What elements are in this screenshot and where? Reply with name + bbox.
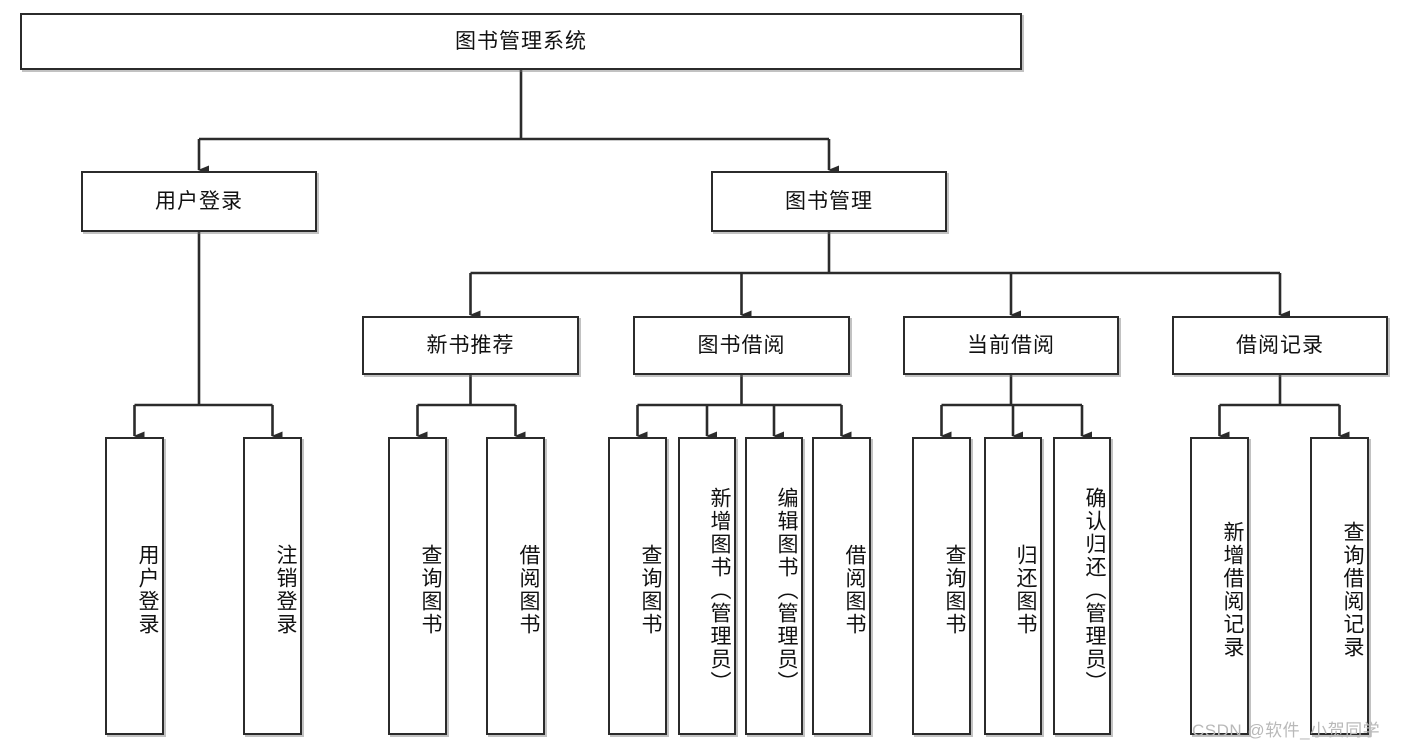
node-label: 确认归还（管理员） bbox=[1083, 486, 1106, 694]
node-label: 查询图书 bbox=[419, 544, 442, 636]
node-leaf-cur-return[interactable]: 归还图书 bbox=[984, 437, 1042, 735]
node-label: 新增图书（管理员） bbox=[708, 486, 731, 694]
node-label: 查询图书 bbox=[943, 544, 966, 636]
node-label: 查询图书 bbox=[639, 544, 662, 636]
node-leaf-cur-confirm[interactable]: 确认归还（管理员） bbox=[1053, 437, 1111, 735]
node-label: 查询借阅记录 bbox=[1341, 521, 1364, 659]
node-leaf-bw-borrow[interactable]: 借阅图书 bbox=[812, 437, 871, 735]
node-label: 用户登录 bbox=[155, 189, 243, 213]
node-leaf-rec-query[interactable]: 查询借阅记录 bbox=[1310, 437, 1369, 735]
node-leaf-user-logout[interactable]: 注销登录 bbox=[243, 437, 302, 735]
node-record[interactable]: 借阅记录 bbox=[1172, 316, 1388, 375]
node-root[interactable]: 图书管理系统 bbox=[20, 13, 1022, 70]
node-label: 注销登录 bbox=[274, 544, 297, 636]
node-label: 当前借阅 bbox=[967, 333, 1055, 357]
node-label: 归还图书 bbox=[1014, 544, 1037, 636]
node-leaf-bw-edit[interactable]: 编辑图书（管理员） bbox=[745, 437, 803, 735]
node-label: 编辑图书（管理员） bbox=[775, 486, 798, 694]
node-leaf-nb-borrow[interactable]: 借阅图书 bbox=[486, 437, 545, 735]
node-leaf-bw-query[interactable]: 查询图书 bbox=[608, 437, 667, 735]
node-current[interactable]: 当前借阅 bbox=[903, 316, 1119, 375]
node-leaf-user-login[interactable]: 用户登录 bbox=[105, 437, 164, 735]
node-label: 图书管理系统 bbox=[455, 29, 587, 53]
node-label: 借阅图书 bbox=[843, 544, 866, 636]
node-newbook[interactable]: 新书推荐 bbox=[362, 316, 579, 375]
node-label: 借阅图书 bbox=[517, 544, 540, 636]
node-label: 新增借阅记录 bbox=[1221, 521, 1244, 659]
tree-connectors bbox=[133, 70, 1350, 441]
node-leaf-cur-query[interactable]: 查询图书 bbox=[912, 437, 971, 735]
node-leaf-rec-add[interactable]: 新增借阅记录 bbox=[1190, 437, 1249, 735]
node-label: 用户登录 bbox=[136, 544, 159, 636]
node-label: 图书管理 bbox=[785, 189, 873, 213]
node-leaf-nb-query[interactable]: 查询图书 bbox=[388, 437, 447, 735]
node-label: 借阅记录 bbox=[1236, 333, 1324, 357]
node-bookmgmt[interactable]: 图书管理 bbox=[711, 171, 947, 232]
node-login[interactable]: 用户登录 bbox=[81, 171, 317, 232]
node-borrow[interactable]: 图书借阅 bbox=[633, 316, 850, 375]
node-label: 图书借阅 bbox=[697, 333, 786, 357]
node-leaf-bw-add[interactable]: 新增图书（管理员） bbox=[678, 437, 736, 735]
csdn-watermark: CSDN @软件_小贺同学 bbox=[1192, 721, 1381, 740]
node-label: 新书推荐 bbox=[426, 333, 515, 357]
